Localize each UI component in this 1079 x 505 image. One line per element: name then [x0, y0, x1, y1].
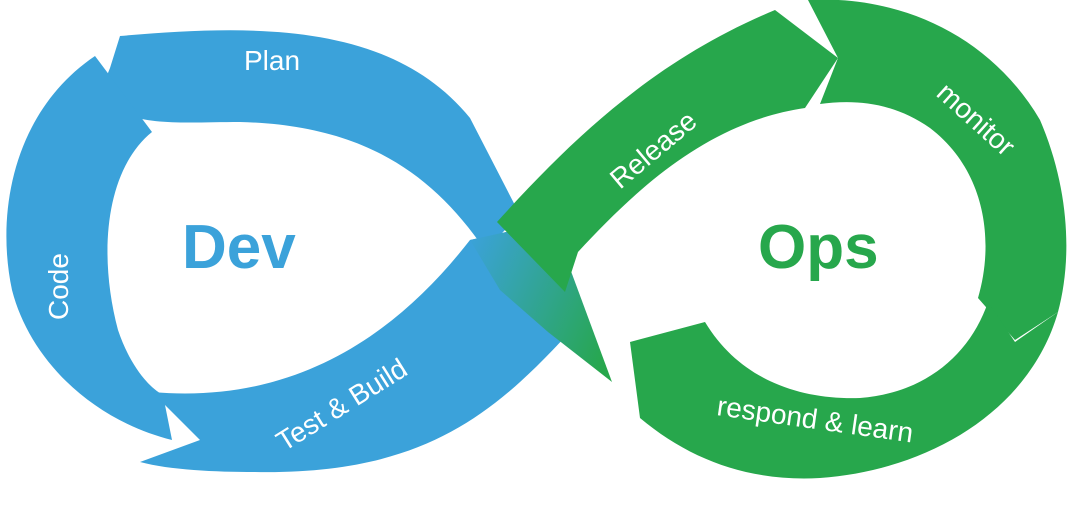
release-segment	[497, 10, 838, 292]
dev-title: Dev	[182, 213, 296, 282]
plan-label: Plan	[244, 45, 300, 76]
ops-title: Ops	[758, 213, 879, 282]
test-build-segment	[140, 230, 585, 473]
respond-learn-segment	[630, 302, 1058, 479]
code-segment	[6, 56, 172, 440]
monitor-segment	[808, 0, 1067, 340]
code-label: Code	[43, 253, 74, 320]
crossover-overlap	[470, 228, 612, 382]
plan-segment	[95, 30, 520, 250]
